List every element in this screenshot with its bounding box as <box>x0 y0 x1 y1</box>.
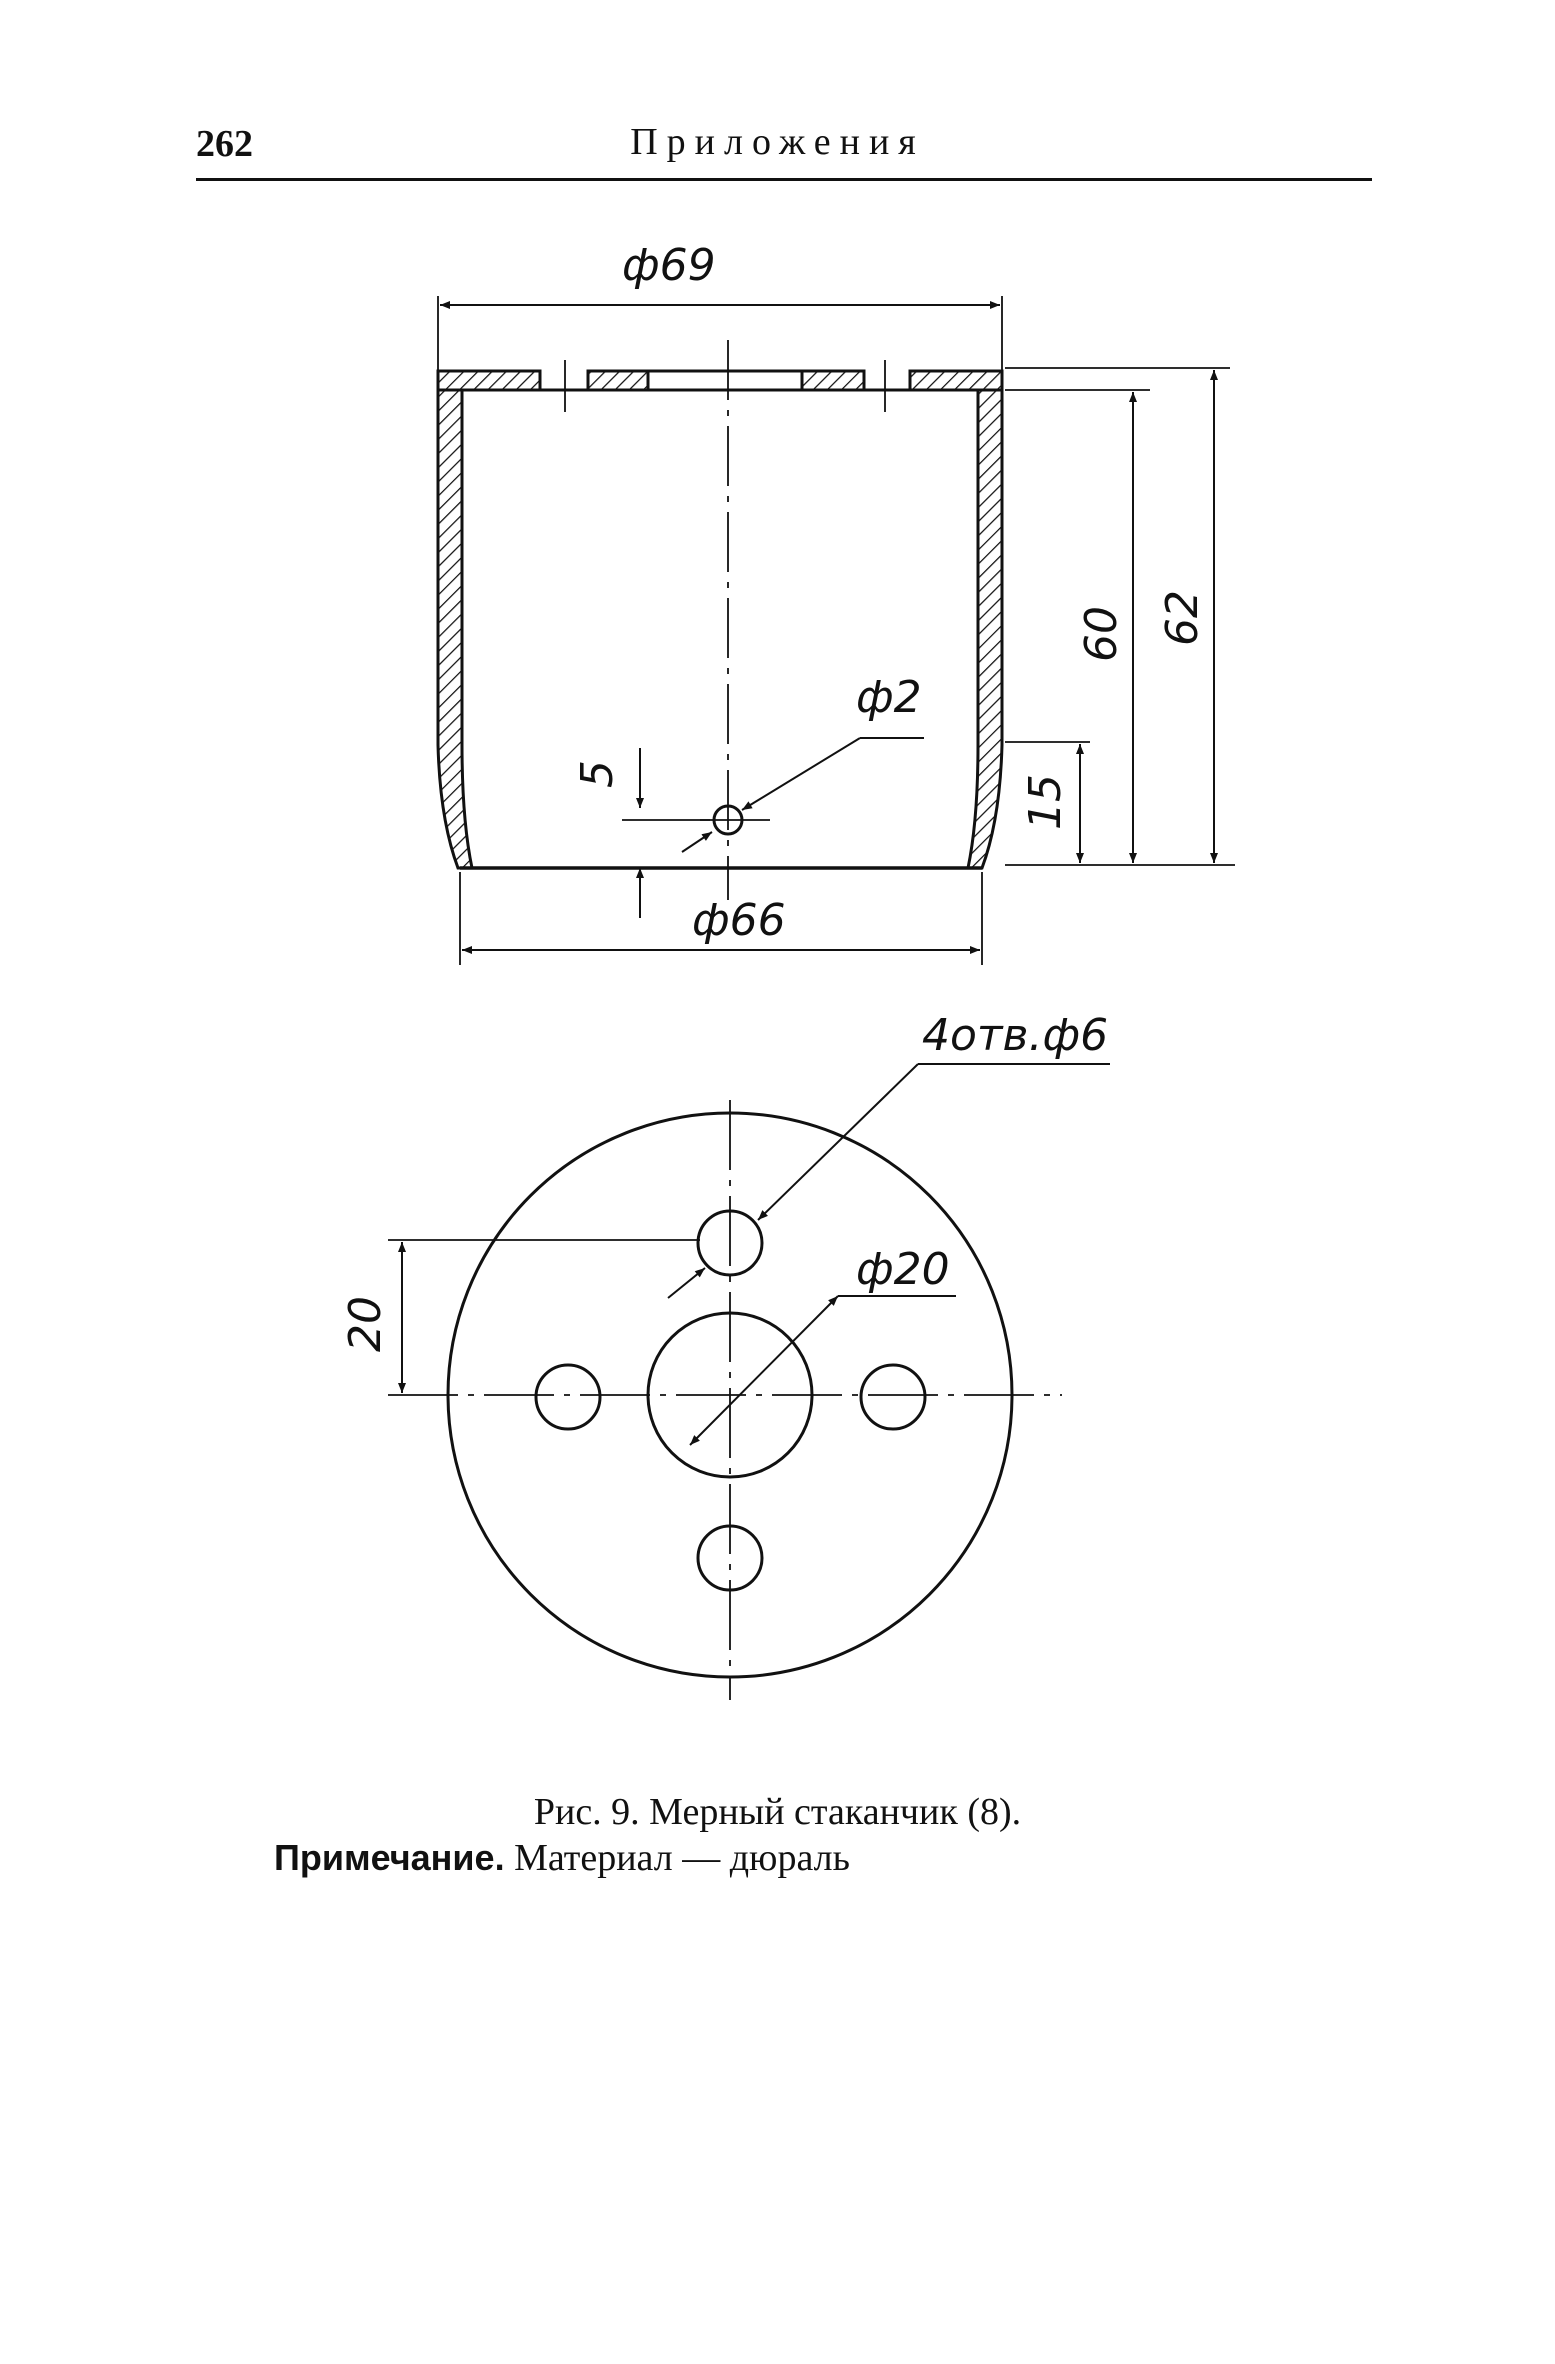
mount-hole-right <box>859 1363 927 1431</box>
technical-drawing: ф69 ф66 ф2 5 60 62 15 4отв.ф6 ф20 20 <box>340 240 1235 1700</box>
wall-right <box>966 388 1004 870</box>
figure-note: Примечание. Материал — дюраль <box>274 1836 850 1880</box>
figure-caption: Рис. 9. Мерный стаканчик (8). <box>533 1791 1022 1833</box>
side-view <box>436 296 1235 965</box>
lid-section-mid-left <box>586 369 650 392</box>
wall-left <box>436 388 474 870</box>
dim-hole-spacing: 20 <box>340 1296 391 1352</box>
dim-outer-diameter: ф69 <box>622 240 716 291</box>
dim-hole-height: 15 <box>1020 774 1071 830</box>
note-text: Материал — дюраль <box>504 1837 850 1879</box>
note-label: Примечание. <box>274 1837 505 1878</box>
dimension-labels: ф69 ф66 ф2 5 60 62 15 4отв.ф6 ф20 20 <box>340 240 1208 1352</box>
dim-height-outer: 62 <box>1157 590 1208 646</box>
running-head: Приложения <box>630 121 925 163</box>
dim-hole-diameter: ф2 <box>856 672 922 723</box>
dim-bottom-diameter: ф66 <box>692 895 786 946</box>
mount-hole-left <box>534 1363 602 1431</box>
dim-height-inner: 60 <box>1076 606 1127 662</box>
top-view <box>388 1063 1110 1700</box>
dim-center-hole: ф20 <box>856 1244 950 1295</box>
header-rule <box>196 178 1372 181</box>
page-number: 262 <box>196 123 253 165</box>
dim-holes-callout: 4отв.ф6 <box>922 1010 1108 1061</box>
lid-section-right <box>908 369 1004 392</box>
dim-hole-offset: 5 <box>572 760 623 788</box>
lid-section-mid-right <box>800 369 866 392</box>
lid-section-left <box>436 369 542 392</box>
